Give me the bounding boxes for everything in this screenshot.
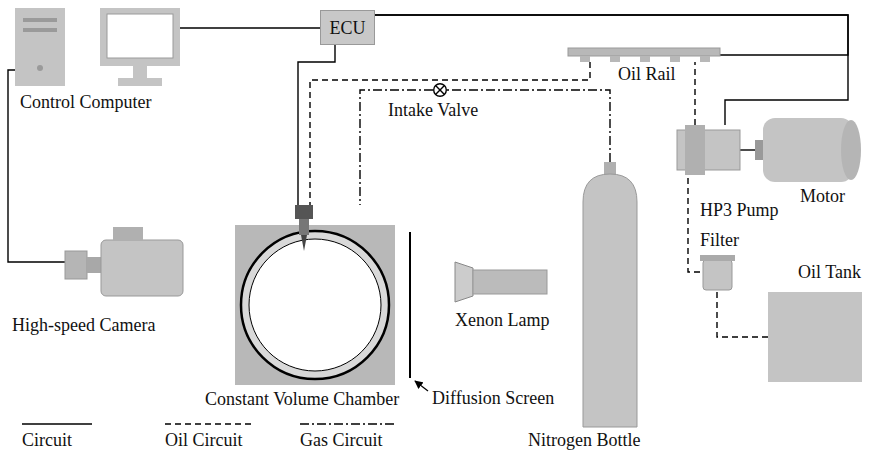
node-label: Diffusion Screen <box>432 388 554 408</box>
drawing-part <box>434 84 447 97</box>
node-label: Oil Tank <box>798 262 861 282</box>
lamp-icon: Xenon Lamp <box>455 262 547 302</box>
drawing-part <box>703 260 732 290</box>
node-label: ECU <box>330 18 366 38</box>
gas-bottle-drawing <box>583 162 637 427</box>
pump-icon-drawing <box>677 125 740 175</box>
motor-icon-drawing <box>755 118 862 182</box>
leader-arrow <box>415 381 428 391</box>
drawing-part <box>610 56 620 62</box>
drawing-part <box>409 232 411 378</box>
camera-icon-drawing <box>65 225 185 303</box>
drawing-part <box>23 18 57 22</box>
lamp-icon-drawing <box>455 262 547 302</box>
drawing-part <box>37 65 43 71</box>
drawing-part <box>568 48 720 56</box>
drawing-part <box>133 66 147 78</box>
drawing-part <box>436 86 444 94</box>
node-label: Motor <box>800 186 845 206</box>
drawing-part <box>604 162 616 175</box>
valve-symbol: Intake Valve <box>433 83 447 97</box>
drawing-part <box>23 28 57 32</box>
node-label: Oil Rail <box>618 64 676 84</box>
chamber-icon-drawing <box>235 205 395 385</box>
drawing-part <box>640 56 650 62</box>
tank-icon: Oil Tank <box>768 292 862 382</box>
valve-symbol-drawing <box>433 83 447 97</box>
connector-line <box>310 62 590 205</box>
drawing-part <box>685 125 705 175</box>
node-label: Constant Volume Chamber <box>205 389 399 409</box>
legend-sample <box>165 423 255 424</box>
legend-sample <box>22 423 92 424</box>
node-label: HP3 Pump <box>700 200 779 220</box>
drawing-part <box>118 78 162 86</box>
node-label: Nitrogen Bottle <box>528 430 640 450</box>
chamber-icon: Constant Volume Chamber <box>235 205 395 385</box>
drawing-part <box>768 292 862 382</box>
connector-line <box>740 149 755 150</box>
computer-icon: Control Computer <box>15 8 180 86</box>
legend-text: Circuit <box>22 430 72 450</box>
screen-line-drawing <box>405 232 415 378</box>
drawing-part <box>101 240 183 296</box>
connector-line <box>717 290 768 337</box>
node-label: Intake Valve <box>388 100 478 120</box>
drawing-part <box>473 270 547 294</box>
drawing-part <box>700 255 735 261</box>
screen-line: Diffusion Screen <box>405 232 415 378</box>
camera-icon: High-speed Camera <box>65 225 185 303</box>
drawing-part <box>249 239 381 371</box>
node-label: Xenon Lamp <box>455 310 549 330</box>
drawing-part <box>580 56 590 62</box>
drawing-part <box>670 56 680 62</box>
node-label: Filter <box>700 230 739 250</box>
drawing-part <box>241 231 389 379</box>
drawing-part <box>87 257 101 273</box>
connector-line <box>694 62 695 125</box>
legend-text: Gas Circuit <box>300 430 383 450</box>
connector-line <box>688 175 700 272</box>
oil-rail: Oil Rail <box>568 48 720 62</box>
drawing-part <box>700 56 710 62</box>
connector-line <box>180 27 320 28</box>
legend-text: Oil Circuit <box>165 430 243 450</box>
gas-bottle: Nitrogen Bottle <box>583 162 637 427</box>
drawing-part <box>763 118 853 182</box>
drawing-part <box>299 219 309 235</box>
control-unit-box: ECU <box>320 10 375 45</box>
computer-icon-drawing <box>15 8 180 86</box>
connector-line <box>375 15 848 125</box>
drawing-part <box>15 8 65 86</box>
tank-icon-drawing <box>768 292 862 382</box>
connector-line <box>375 15 848 55</box>
drawing-part <box>436 86 444 94</box>
drawing-part <box>295 205 313 219</box>
drawing-part <box>113 227 143 240</box>
drawing-part <box>235 225 395 385</box>
filter-icon-drawing <box>700 255 735 290</box>
drawing-part <box>65 251 87 279</box>
pump-icon: HP3 Pump <box>677 125 740 175</box>
drawing-part <box>455 262 473 302</box>
node-label: Control Computer <box>20 92 152 112</box>
oil-rail-drawing <box>568 48 720 62</box>
drawing-part <box>301 235 307 251</box>
motor-icon: Motor <box>755 118 862 182</box>
filter-icon: Filter <box>700 255 735 290</box>
connector-line <box>298 45 335 205</box>
drawing-part <box>841 120 861 180</box>
node-label: High-speed Camera <box>12 315 155 335</box>
drawing-part <box>107 14 173 58</box>
drawing-part <box>100 8 180 66</box>
drawing-part <box>583 174 637 427</box>
legend-sample <box>300 423 395 424</box>
